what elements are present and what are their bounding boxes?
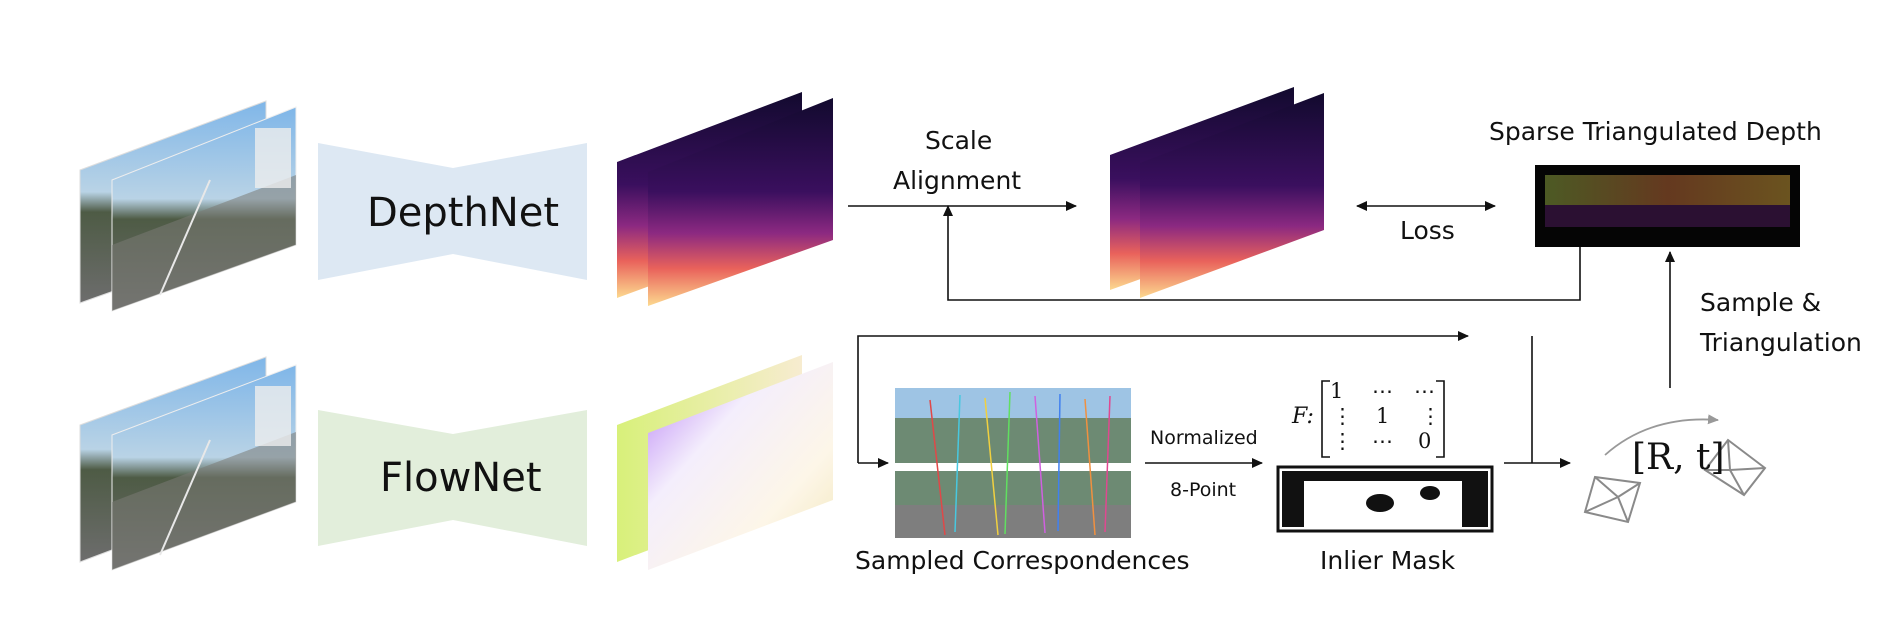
matrix-cell-r2c2: 0 bbox=[1418, 429, 1432, 453]
sample-label-line2: Triangulation bbox=[1700, 328, 1862, 357]
matrix-cell-r0c2: ⋯ bbox=[1414, 379, 1435, 403]
matrix-cell-r1c1: 1 bbox=[1376, 404, 1390, 428]
matrix-cell-r2c0: ⋮ bbox=[1332, 429, 1353, 453]
matrix-cell-r1c2: ⋮ bbox=[1420, 404, 1441, 428]
flownet-label: FlowNet bbox=[380, 455, 542, 501]
aligned-depth-map-stack bbox=[1110, 87, 1324, 298]
inlier-mask-image bbox=[1276, 465, 1494, 533]
depthnet-block bbox=[318, 143, 587, 280]
matrix-cell-r0c0: 1 bbox=[1330, 379, 1344, 403]
rgb-input-frames-bottom bbox=[79, 356, 297, 571]
sparse-depth-title: Sparse Triangulated Depth bbox=[1489, 117, 1822, 146]
scale-label-line1: Scale bbox=[925, 126, 993, 155]
normalized-label: Normalized bbox=[1150, 427, 1258, 449]
camera-motion-arrow bbox=[1604, 414, 1719, 456]
inlier-mask-caption: Inlier Mask bbox=[1320, 546, 1456, 575]
feedback-arrow bbox=[943, 205, 1581, 301]
matrix-symbol: F: bbox=[1292, 404, 1314, 429]
matrix-cell-r2c1: ⋯ bbox=[1372, 429, 1393, 453]
scale-label-line2: Alignment bbox=[893, 166, 1022, 195]
sparse-depth-map bbox=[1535, 165, 1800, 247]
rgb-input-frames-top bbox=[79, 100, 297, 312]
flow-to-sample-arrow bbox=[857, 331, 1469, 463]
flow-map-stack bbox=[617, 355, 833, 570]
depth-map-stack bbox=[617, 92, 833, 306]
sampled-correspondences-caption: Sampled Correspondences bbox=[855, 546, 1190, 575]
matrix-cell-r1c0: ⋮ bbox=[1332, 404, 1353, 428]
pose-label: [R, t] bbox=[1632, 437, 1725, 478]
sampled-correspondences-image bbox=[895, 388, 1131, 538]
camera-right-icon bbox=[1703, 438, 1767, 497]
eight-point-label: 8-Point bbox=[1170, 479, 1237, 501]
loss-label: Loss bbox=[1400, 216, 1455, 245]
flownet-block bbox=[318, 410, 587, 546]
depthnet-label: DepthNet bbox=[367, 190, 560, 236]
sample-label-line1: Sample & bbox=[1700, 288, 1822, 317]
matrix-cell-r0c1: ⋯ bbox=[1372, 379, 1393, 403]
camera-left-icon bbox=[1583, 475, 1642, 524]
matrix-brackets bbox=[1321, 380, 1445, 458]
